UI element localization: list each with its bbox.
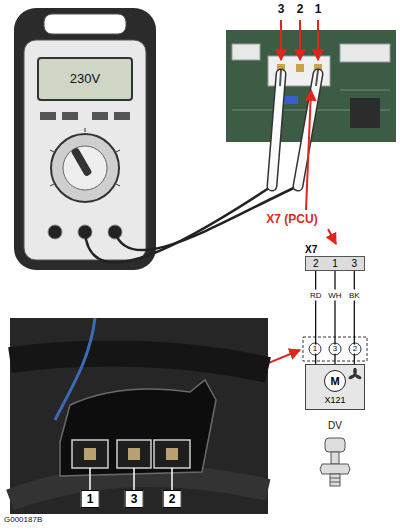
valve-icon xyxy=(330,482,340,483)
connector-photo xyxy=(166,448,178,460)
pcb-photo xyxy=(232,44,260,60)
valve-icon xyxy=(330,478,340,479)
pointer-arrows xyxy=(317,20,319,60)
pin-number: 3 xyxy=(345,257,364,270)
probes xyxy=(280,70,281,86)
multimeter xyxy=(114,112,130,120)
multimeter xyxy=(50,150,54,152)
callout-box: 2 xyxy=(163,490,182,508)
connector-photo xyxy=(10,353,268,370)
probe-leads xyxy=(85,186,272,262)
wire-color: RD xyxy=(310,290,322,301)
multimeter xyxy=(44,14,126,34)
pin-number: 3 xyxy=(278,3,285,16)
motor-box: M X121 xyxy=(305,364,365,410)
pin-number: 2 xyxy=(297,3,304,16)
pin-number: 2 xyxy=(306,257,325,270)
pin-number: 2 xyxy=(352,345,358,354)
valve-icon xyxy=(331,452,339,464)
valve-icon xyxy=(330,474,340,486)
probes xyxy=(272,74,281,186)
pointer-arrows xyxy=(280,20,282,60)
pin-number: 3 xyxy=(332,345,338,354)
wire-color: WH xyxy=(328,290,341,301)
callout-box: 3 xyxy=(125,490,144,508)
harness-connector xyxy=(349,343,361,355)
connector-photo xyxy=(60,380,216,476)
multimeter xyxy=(24,40,146,260)
multimeter xyxy=(14,8,156,270)
pointer-arrows xyxy=(306,90,311,210)
probes xyxy=(272,74,281,186)
harness-connector xyxy=(309,343,321,355)
fan-blade xyxy=(348,374,355,380)
pcb-photo xyxy=(284,96,298,104)
multimeter xyxy=(14,8,156,270)
connector-photo xyxy=(171,468,173,490)
connector-photo xyxy=(154,440,190,468)
fan-blade xyxy=(353,368,357,374)
connector-name: X7 (PCU) xyxy=(266,213,317,226)
multimeter xyxy=(38,58,132,100)
multimeter xyxy=(62,112,78,120)
probes xyxy=(316,70,318,86)
motor-symbol: M xyxy=(324,370,346,392)
wire-color: BK xyxy=(349,290,360,301)
fan-blade xyxy=(355,374,362,380)
pcb-photo xyxy=(350,98,380,128)
probes xyxy=(272,70,318,186)
multimeter xyxy=(63,146,107,190)
meter-reading: 230V xyxy=(70,72,100,86)
valve-icon xyxy=(320,464,350,474)
pcb-photo xyxy=(340,90,390,91)
connector-photo xyxy=(133,468,135,490)
probe-leads xyxy=(85,186,298,262)
multimeter xyxy=(116,184,120,186)
connector-photo xyxy=(72,440,108,468)
multimeter xyxy=(40,112,56,120)
connector-name: X7 xyxy=(305,244,365,256)
callout-box: 1 xyxy=(81,490,100,508)
component-name: DV xyxy=(328,420,342,431)
connector-photo xyxy=(117,440,151,468)
connector-photo xyxy=(89,468,91,490)
figure-id: G000187B xyxy=(4,516,42,525)
pin-number: 1 xyxy=(315,3,322,16)
component-id: X121 xyxy=(324,394,345,406)
pcb-photo xyxy=(296,64,304,72)
multimeter xyxy=(85,128,86,132)
multimeter xyxy=(71,147,93,177)
valve-icon xyxy=(325,438,345,452)
connector-block: X7213 xyxy=(305,244,365,271)
pointer-arrows xyxy=(299,20,301,60)
multimeter xyxy=(50,184,54,186)
multimeter xyxy=(51,134,119,202)
harness-connector xyxy=(329,343,341,355)
callout-number: 2 xyxy=(169,492,176,506)
pin-row: 213 xyxy=(305,256,365,271)
pcb-photo xyxy=(340,44,390,62)
callout-number: 1 xyxy=(87,492,94,506)
multimeter xyxy=(92,112,108,120)
connector-photo xyxy=(128,448,140,460)
fan-symbol xyxy=(348,368,362,382)
callout-number: 3 xyxy=(131,492,138,506)
pin-number: 1 xyxy=(312,345,318,354)
multimeter xyxy=(116,150,120,152)
connector-photo xyxy=(10,318,268,514)
valve-icon xyxy=(320,438,350,486)
connector-photo xyxy=(84,448,96,460)
pin-number: 1 xyxy=(325,257,344,270)
connector-photo xyxy=(10,318,268,514)
multimeter xyxy=(48,225,62,239)
pointer-arrows xyxy=(328,229,336,244)
